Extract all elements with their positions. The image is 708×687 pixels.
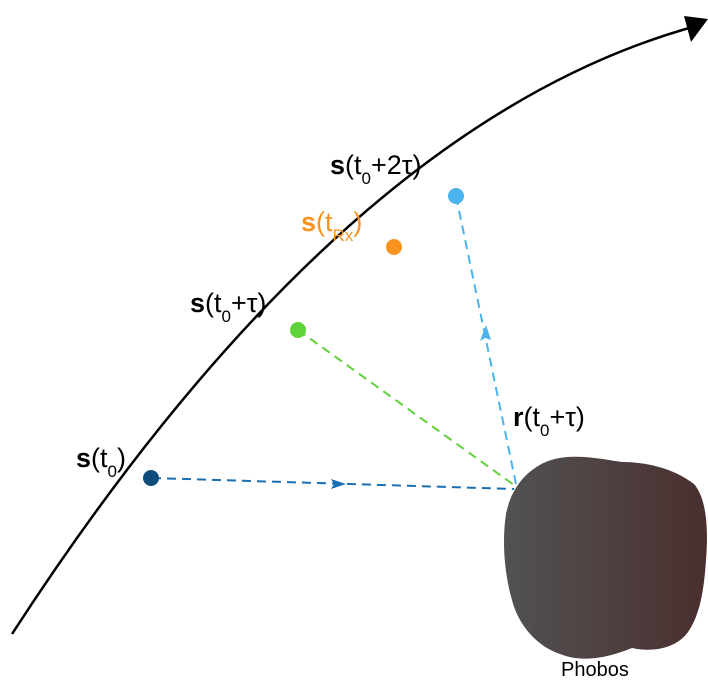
label-s-t0-tau: s(t0+τ) — [190, 288, 266, 326]
signal-path-t0-tau — [298, 330, 514, 485]
position-marker-s-t0 — [143, 470, 159, 486]
chevron-arrow-icon — [480, 325, 491, 341]
label-r-t0-tau: r(t0+τ) — [513, 402, 585, 440]
label-s-t0-2tau: s(t0+2τ) — [330, 150, 421, 188]
label-s-t0: s(t0) — [76, 443, 126, 481]
position-marker-s-t0-tau — [290, 322, 306, 338]
phobos-label: Phobos — [561, 659, 629, 681]
phobos-body — [504, 457, 707, 659]
label-s-tRx: s(tRx) — [301, 207, 362, 245]
signal-path-t0-2tau — [456, 196, 516, 484]
position-marker-s-tRx — [386, 239, 402, 255]
position-marker-s-t0-2tau — [448, 188, 464, 204]
arrowhead-icon — [684, 16, 708, 42]
